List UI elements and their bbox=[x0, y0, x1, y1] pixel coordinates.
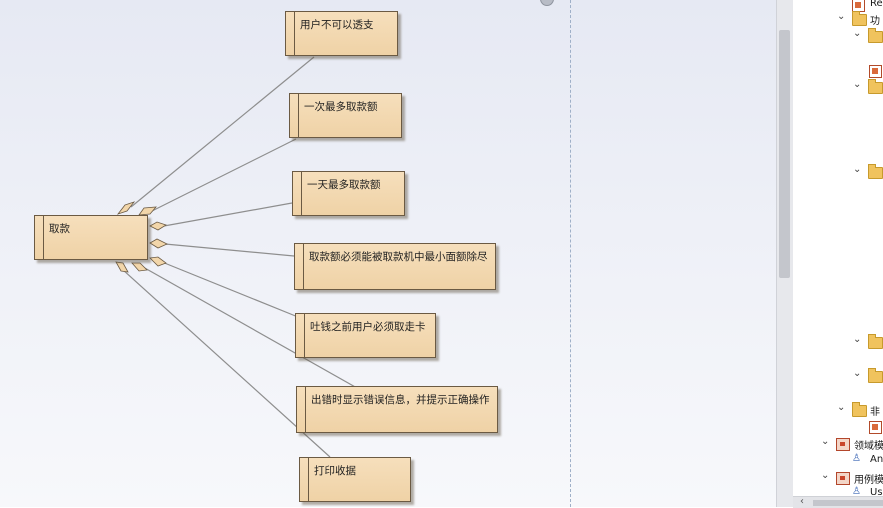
element-label: 取款 bbox=[49, 223, 70, 235]
chevron-down-icon[interactable]: ⌄ bbox=[853, 368, 862, 379]
page-boundary bbox=[570, 0, 571, 507]
tree-item[interactable]: ⌄ bbox=[793, 164, 883, 180]
project-browser-tree[interactable]: Re ⌄ 功 ⌄ ⌄ ⌄ ⌄ ⌄ ⌄ 非 ⌄ 领域模 ♙ An bbox=[793, 0, 883, 507]
element-label: 打印收据 bbox=[314, 465, 356, 477]
element-label: 出错时显示错误信息，并提示正确操作 bbox=[311, 394, 490, 406]
chevron-down-icon[interactable]: ⌄ bbox=[837, 402, 846, 413]
tree-item-label: Us bbox=[870, 487, 883, 498]
folder-icon bbox=[868, 28, 883, 43]
requirement-single-max[interactable]: 一次最多取款额 bbox=[289, 93, 402, 138]
tree-item[interactable]: ⌄ 功 bbox=[793, 11, 883, 27]
tree-item[interactable]: ⌄ 用例模 bbox=[793, 470, 883, 486]
use-case-withdraw[interactable]: 取款 bbox=[34, 215, 148, 260]
requirement-daily-max[interactable]: 一天最多取款额 bbox=[292, 171, 405, 216]
tree-item[interactable] bbox=[793, 63, 883, 79]
tree-item[interactable]: ♙ Us bbox=[793, 486, 883, 502]
chevron-down-icon[interactable]: ⌄ bbox=[821, 436, 830, 447]
diagram-canvas[interactable]: 取款 用户不可以透支 一次最多取款额 一天最多取款额 取款额必须能被取款机中最小… bbox=[0, 0, 776, 507]
connector-line[interactable] bbox=[164, 243, 295, 257]
folder-icon bbox=[852, 11, 867, 26]
tree-item-label: An bbox=[870, 454, 883, 465]
actor-icon: ♙ bbox=[852, 486, 861, 497]
tree-item[interactable]: ⌄ bbox=[793, 368, 883, 384]
requirement-denomination[interactable]: 取款额必须能被取款机中最小面额除尽 bbox=[294, 243, 496, 290]
folder-icon bbox=[868, 79, 883, 94]
aggregation-diamond bbox=[138, 206, 157, 216]
scrollbar-thumb[interactable] bbox=[779, 30, 790, 278]
package-icon bbox=[836, 472, 850, 485]
element-label: 用户不可以透支 bbox=[300, 19, 374, 31]
connector-line[interactable] bbox=[130, 56, 315, 208]
requirement-error-message[interactable]: 出错时显示错误信息，并提示正确操作 bbox=[296, 386, 498, 433]
aggregation-diamond bbox=[149, 221, 167, 231]
tree-item-label: 用例模 bbox=[854, 475, 883, 486]
tree-item-label: 领域模 bbox=[854, 441, 883, 452]
element-label: 取款额必须能被取款机中最小面额除尽 bbox=[309, 251, 488, 263]
tree-item-label: 功 bbox=[870, 16, 880, 27]
tree-item[interactable] bbox=[793, 419, 883, 435]
element-label: 一天最多取款额 bbox=[307, 179, 381, 191]
chevron-down-icon[interactable]: ⌄ bbox=[853, 79, 862, 90]
actor-icon: ♙ bbox=[852, 453, 861, 464]
folder-icon bbox=[868, 368, 883, 383]
connector-layer bbox=[115, 56, 358, 458]
scroll-left-icon[interactable]: ‹ bbox=[800, 496, 804, 507]
diagram-icon bbox=[869, 421, 882, 434]
requirement-take-card[interactable]: 吐钱之前用户必须取走卡 bbox=[295, 313, 436, 358]
tree-item[interactable]: ⌄ bbox=[793, 79, 883, 95]
aggregation-diamond bbox=[149, 238, 168, 249]
chevron-down-icon[interactable]: ⌄ bbox=[853, 164, 862, 175]
aggregation-diamond bbox=[149, 256, 167, 267]
connector-line[interactable] bbox=[121, 268, 331, 458]
folder-icon bbox=[868, 164, 883, 179]
connector-line[interactable] bbox=[161, 261, 299, 318]
tree-item[interactable]: ⌄ 领域模 bbox=[793, 436, 883, 452]
requirement-print-receipt[interactable]: 打印收据 bbox=[299, 457, 411, 502]
chevron-down-icon[interactable]: ⌄ bbox=[821, 470, 830, 481]
connector-line[interactable] bbox=[142, 266, 358, 389]
tree-item[interactable]: ⌄ bbox=[793, 334, 883, 350]
folder-icon bbox=[868, 334, 883, 349]
requirement-no-overdraft[interactable]: 用户不可以透支 bbox=[285, 11, 398, 56]
connector-line[interactable] bbox=[149, 138, 297, 213]
aggregation-diamond bbox=[131, 262, 148, 272]
connector-line[interactable] bbox=[163, 202, 293, 227]
chevron-down-icon[interactable]: ⌄ bbox=[853, 334, 862, 345]
tree-item[interactable]: ⌄ 非 bbox=[793, 402, 883, 418]
element-label: 吐钱之前用户必须取走卡 bbox=[310, 321, 426, 333]
chevron-down-icon[interactable]: ⌄ bbox=[853, 28, 862, 39]
scrollbar-thumb[interactable] bbox=[813, 500, 883, 506]
package-icon bbox=[836, 438, 850, 451]
tree-item-label: 非 bbox=[870, 407, 880, 418]
aggregation-diamond bbox=[115, 261, 129, 273]
tree-item-label: Re bbox=[870, 0, 883, 9]
tree-item[interactable]: ⌄ bbox=[793, 28, 883, 44]
folder-icon bbox=[852, 402, 867, 417]
chevron-down-icon[interactable]: ⌄ bbox=[837, 11, 846, 22]
horizontal-scrollbar[interactable]: ‹ bbox=[793, 496, 883, 508]
element-label: 一次最多取款额 bbox=[304, 101, 378, 113]
tree-item[interactable]: ♙ An bbox=[793, 453, 883, 469]
aggregation-diamond bbox=[116, 201, 136, 215]
diagram-icon bbox=[869, 65, 882, 78]
vertical-scrollbar[interactable] bbox=[776, 0, 793, 507]
